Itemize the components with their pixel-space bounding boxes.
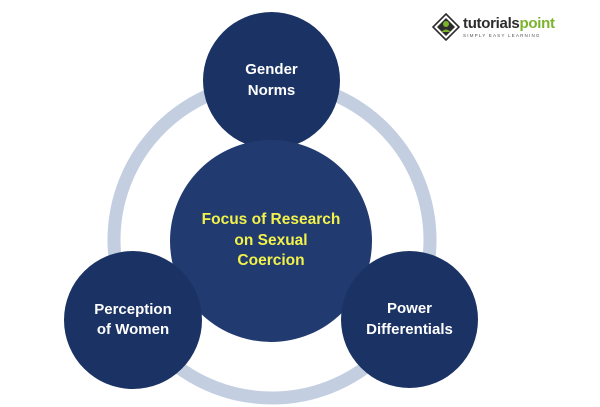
node-gender-norms-label: Gender Norms xyxy=(245,61,298,99)
node-gender-norms: Gender Norms xyxy=(203,12,340,149)
center-label: Focus of Research on Sexual Coercion xyxy=(201,210,341,270)
logo-name-part1: tutorials xyxy=(463,14,520,32)
node-center-focus: Focus of Research on Sexual Coercion xyxy=(170,140,372,342)
logo-name-part2: point xyxy=(519,14,555,32)
tutorialspoint-logo: tutorialspoint SIMPLY EASY LEARNING xyxy=(432,12,555,42)
node-power-differentials: Power Differentials xyxy=(341,251,478,388)
logo-tagline: SIMPLY EASY LEARNING xyxy=(463,32,541,38)
tutorialspoint-logo-icon xyxy=(432,13,460,41)
node-power-differentials-label: Power Differentials xyxy=(366,300,453,338)
node-perception-of-women-label: Perception of Women xyxy=(94,300,172,338)
node-perception-of-women: Perception of Women xyxy=(64,251,202,389)
